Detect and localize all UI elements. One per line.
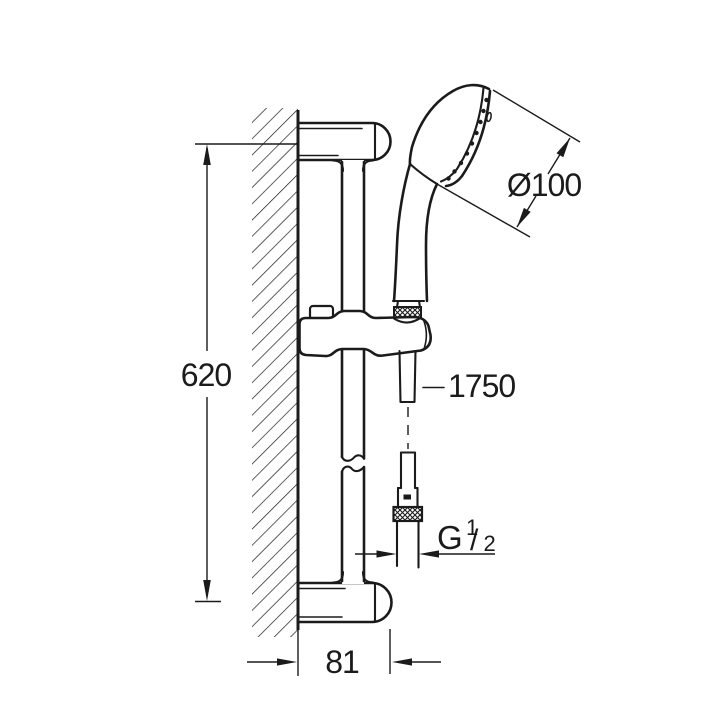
handle-head-crease xyxy=(408,162,439,186)
hose-length-label: 1750 xyxy=(448,368,515,404)
handle-left-edge xyxy=(392,162,412,303)
arrow-left-inward xyxy=(419,550,439,558)
holder-socket-inner-edge xyxy=(422,319,428,350)
bracket-depth-label: 81 xyxy=(325,644,359,680)
wall-hatch xyxy=(252,108,298,637)
face-center-hole xyxy=(486,111,492,123)
rail-height-label: 620 xyxy=(181,357,232,393)
bottom-bracket xyxy=(297,581,393,624)
connector-knurled-nut xyxy=(392,505,424,523)
hand-shower xyxy=(391,83,492,321)
dimension-head-diameter: Ø100 xyxy=(436,89,582,238)
hose-upper-tube xyxy=(398,349,417,404)
dimension-hose-length: 1750 xyxy=(422,368,516,404)
dimension-bracket-depth: 81 xyxy=(247,629,441,680)
dimension-thread-size: G 1 / 2 xyxy=(355,515,496,558)
thread-denominator-label: 2 xyxy=(484,531,496,556)
extension-line-lower xyxy=(436,183,531,238)
shower-hose xyxy=(392,349,424,569)
arrow-toward-bracket xyxy=(392,658,412,666)
arrow-upper xyxy=(556,138,570,158)
connector-detent-mark xyxy=(403,494,411,500)
rail-break-upper xyxy=(340,454,366,462)
arrow-right-inward xyxy=(376,550,397,558)
wall-section xyxy=(252,108,298,637)
shower-head-back-outline xyxy=(408,83,491,166)
thread-slash: / xyxy=(470,524,479,557)
hose-connector xyxy=(392,451,424,569)
holder-socket-rim xyxy=(392,316,423,324)
holder-body xyxy=(298,309,432,358)
arrow-up xyxy=(203,144,211,165)
arrow-toward-wall xyxy=(277,658,297,666)
spray-nozzle-dots xyxy=(446,97,489,181)
shower-rail xyxy=(331,159,375,584)
thread-prefix-label: G xyxy=(437,519,463,556)
hose-thread-end xyxy=(395,519,420,569)
rail-break-lower xyxy=(340,465,366,473)
glide-holder xyxy=(298,304,432,358)
thread-numerator-label: 1 xyxy=(466,515,478,540)
arrow-lower xyxy=(517,207,531,227)
handle-right-edge xyxy=(424,182,439,303)
arrow-down xyxy=(203,580,211,601)
dimension-rail-height: 620 xyxy=(181,143,298,603)
extension-line-upper xyxy=(492,89,581,143)
head-diameter-label: Ø100 xyxy=(507,167,581,203)
top-bracket xyxy=(297,121,392,162)
